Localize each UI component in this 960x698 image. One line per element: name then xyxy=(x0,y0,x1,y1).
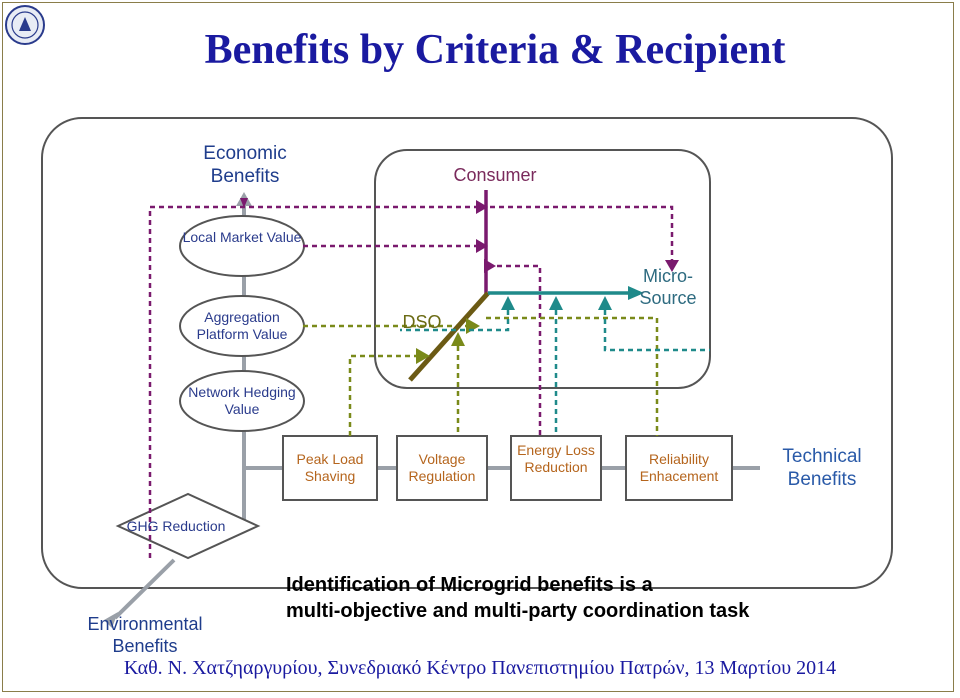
peak-load-shaving-label: Peak Load Shaving xyxy=(296,451,364,484)
dso-arrow-2 xyxy=(416,348,430,364)
micro-arrow-1 xyxy=(501,296,515,310)
identification-statement: Identification of Microgrid benefits is … xyxy=(286,572,886,624)
identification-line-2: multi-objective and multi-party coordina… xyxy=(286,600,750,622)
micro-links xyxy=(400,310,710,436)
micro-source-label: Micro-Source xyxy=(639,266,697,308)
slide-title: Benefits by Criteria & Recipient xyxy=(204,27,786,73)
energy-loss-reduction-label: Energy Loss Reduction xyxy=(517,442,595,475)
consumer-arrow-1 xyxy=(476,200,488,214)
network-hedging-value-label: Network Hedging Value xyxy=(188,384,296,417)
ellipse-network-hedging xyxy=(179,370,305,432)
gray-trunk-bottom-arrow xyxy=(104,612,118,628)
dso-arrow-3 xyxy=(451,332,465,346)
box-reliability xyxy=(625,435,733,501)
micro-arrow-head xyxy=(628,286,644,300)
box-energy-loss xyxy=(510,435,602,501)
ghg-diamond xyxy=(115,492,261,560)
box-voltage xyxy=(396,435,488,501)
outer-frame xyxy=(41,117,893,589)
reliability-enhancement-label: Reliability Enhacement xyxy=(639,451,719,484)
voltage-regulation-label: Voltage Regulation xyxy=(408,451,476,484)
consumer-label: Consumer xyxy=(453,165,537,185)
local-market-value-label: Local Market Value xyxy=(182,229,302,245)
identification-line-1: Identification of Microgrid benefits is … xyxy=(286,574,653,596)
consumer-arrow-4 xyxy=(665,260,679,272)
university-seal-logo xyxy=(5,5,45,45)
ellipse-local-market xyxy=(179,215,305,277)
ghg-reduction-label: GHG Reduction xyxy=(126,518,226,534)
consumer-arrow-2 xyxy=(476,239,488,253)
dso-bus xyxy=(408,291,490,382)
consumer-arrow-5 xyxy=(240,198,248,208)
economic-benefits-label: Economic Benefits xyxy=(203,143,287,187)
dso-label: DSO xyxy=(402,312,442,332)
environmental-benefits-label: Environmental Benefits xyxy=(87,614,203,656)
consumer-arrow-3 xyxy=(484,259,496,273)
technical-benefits-label: Technical Benefits xyxy=(782,446,862,490)
footer-citation: Καθ. Ν. Χατζηαργυρίου, Συνεδριακό Κέντρο… xyxy=(123,657,837,679)
box-peak-load xyxy=(282,435,378,501)
micro-arrow-2 xyxy=(549,296,563,310)
consumer-links xyxy=(148,205,674,558)
dso-links xyxy=(303,316,659,436)
aggregation-platform-value-label: Aggregation Platform Value xyxy=(196,309,288,342)
micro-arrow-3 xyxy=(598,296,612,310)
